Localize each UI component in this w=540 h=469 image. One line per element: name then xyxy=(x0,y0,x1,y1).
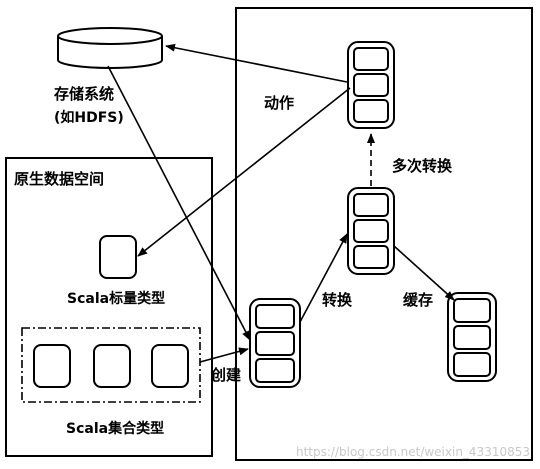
native-data-space-region xyxy=(5,157,213,457)
arrow-action-to-scalar xyxy=(137,87,351,257)
storage-label-line1: 存储系统 xyxy=(54,85,114,103)
transform-label: 转换 xyxy=(322,291,353,309)
spark-region xyxy=(235,7,533,461)
rdd-cached xyxy=(447,292,497,382)
rdd-action xyxy=(347,41,395,129)
collection-type-label: Scala集合类型 xyxy=(66,420,164,437)
native-space-title: 原生数据空间 xyxy=(14,170,104,188)
arrow-collection-to-created xyxy=(199,347,249,363)
collection-element-box xyxy=(33,344,71,388)
multi-transform-label: 多次转换 xyxy=(392,157,453,175)
create-label: 创建 xyxy=(210,366,242,384)
rdd-transformed xyxy=(347,187,395,275)
arrow-created-to-transformed xyxy=(299,233,348,323)
action-label: 动作 xyxy=(264,94,294,112)
scalar-type-box xyxy=(99,235,137,279)
scalar-type-label: Scala标量类型 xyxy=(67,290,165,307)
rdd-created xyxy=(249,298,301,388)
collection-element-box xyxy=(93,344,131,388)
arrow-storage-to-created xyxy=(107,65,251,341)
arrow-transformed-to-cached xyxy=(393,245,455,301)
arrow-action-to-storage xyxy=(165,43,348,83)
storage-cylinder-icon xyxy=(57,27,163,69)
storage-label-line2: (如HDFS) xyxy=(54,109,124,126)
collection-element-box xyxy=(151,344,189,388)
cache-label: 缓存 xyxy=(403,291,433,309)
watermark-text: https://blog.csdn.net/weixin_43310853 xyxy=(296,445,530,459)
collection-group-box xyxy=(21,327,201,403)
